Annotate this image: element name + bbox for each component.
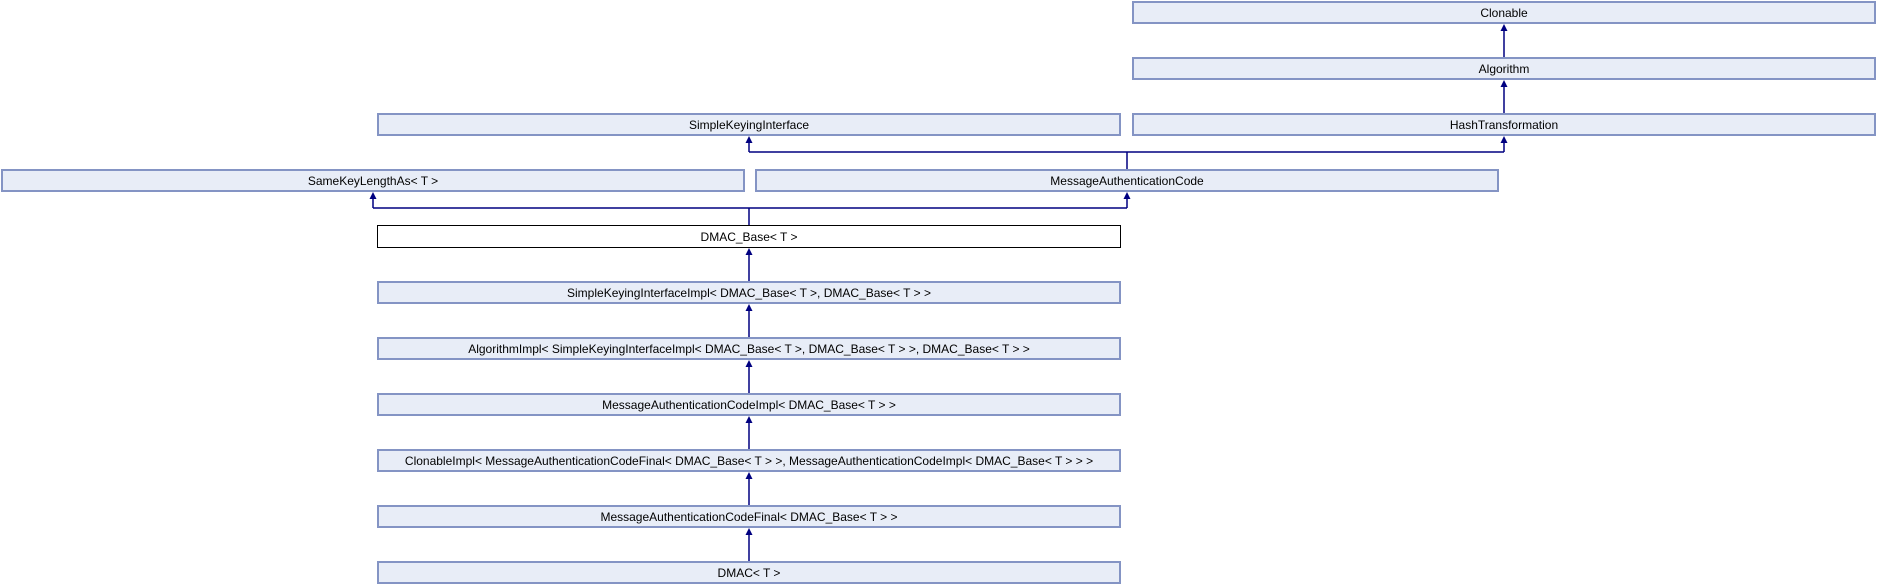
class-node-label: AlgorithmImpl< SimpleKeyingInterfaceImpl… [468,341,1030,356]
class-node-algorithmimpl[interactable]: AlgorithmImpl< SimpleKeyingInterfaceImpl… [377,337,1121,360]
class-node-label: Algorithm [1478,61,1530,76]
inheritance-arrowhead [745,304,753,311]
class-node-label: DMAC< T > [717,565,781,580]
inheritance-arrowhead [369,192,377,199]
class-node-label: MessageAuthenticationCode [1050,173,1204,188]
inheritance-arrowhead [1500,24,1508,31]
class-node-hashtransformation[interactable]: HashTransformation [1132,113,1876,136]
class-node-messageauthenticationcodeimpl[interactable]: MessageAuthenticationCodeImpl< DMAC_Base… [377,393,1121,416]
class-node-dmac-base-current: DMAC_Base< T > [377,225,1121,248]
inheritance-arrowhead [745,472,753,479]
class-node-simplekeyinginterfaceimpl[interactable]: SimpleKeyingInterfaceImpl< DMAC_Base< T … [377,281,1121,304]
inheritance-arrowhead [745,248,753,255]
inheritance-arrowhead [745,360,753,367]
inheritance-arrowhead [1123,192,1131,199]
inheritance-arrowhead [1500,136,1508,143]
class-node-label: MessageAuthenticationCodeImpl< DMAC_Base… [602,397,896,412]
class-node-label: ClonableImpl< MessageAuthenticationCodeF… [404,453,1094,468]
inheritance-arrowhead [745,528,753,535]
class-node-label: Clonable [1480,5,1528,20]
class-node-clonable[interactable]: Clonable [1132,1,1876,24]
class-node-label: SameKeyLengthAs< T > [307,173,439,188]
class-node-messageauthenticationcodefinal[interactable]: MessageAuthenticationCodeFinal< DMAC_Bas… [377,505,1121,528]
class-node-label: SimpleKeyingInterfaceImpl< DMAC_Base< T … [567,285,931,300]
class-node-samekeylengthas[interactable]: SameKeyLengthAs< T > [1,169,745,192]
inheritance-arrowhead [745,136,753,143]
class-node-clonableimpl[interactable]: ClonableImpl< MessageAuthenticationCodeF… [377,449,1121,472]
class-node-label: DMAC_Base< T > [700,229,798,244]
class-node-simplekeyinginterface[interactable]: SimpleKeyingInterface [377,113,1121,136]
inheritance-arrowhead [745,416,753,423]
class-node-label: MessageAuthenticationCodeFinal< DMAC_Bas… [600,509,898,524]
class-node-label: HashTransformation [1449,117,1559,132]
inheritance-arrowhead [1500,80,1508,87]
class-node-label: SimpleKeyingInterface [688,117,810,132]
class-node-dmac[interactable]: DMAC< T > [377,561,1121,584]
class-node-algorithm[interactable]: Algorithm [1132,57,1876,80]
class-node-messageauthenticationcode[interactable]: MessageAuthenticationCode [755,169,1499,192]
